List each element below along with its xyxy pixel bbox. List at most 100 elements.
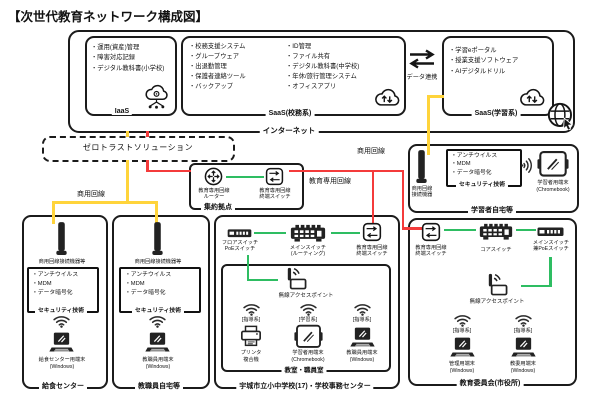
- modem-icon: [150, 221, 165, 257]
- main-poe-switch-label: メインスイッチ 兼PoEスイッチ: [532, 240, 570, 253]
- access-point-label: 無線アクセスポイント: [278, 293, 334, 299]
- wifi-icon: [514, 313, 533, 327]
- saas-komu-item: ・出退勤管理: [189, 63, 227, 71]
- security-items: ・アンチウイルス ・MDM ・データ暗号化: [451, 153, 498, 176]
- boe-label: 教育委員会(市役所): [456, 378, 524, 388]
- main-switch-label: メインスイッチ (ルーティング): [289, 245, 327, 258]
- commercial-line-label: 商用回線: [77, 191, 105, 198]
- staff-home-label: 教職員自宅等: [135, 381, 183, 391]
- chromebook-icon: [294, 324, 323, 349]
- wifi-icon: [299, 302, 318, 316]
- system-tag: [指導系]: [513, 328, 533, 334]
- windows-laptop-icon: [48, 331, 75, 354]
- modem-label: 商用回線 接続機器: [411, 186, 433, 199]
- security-label: セキュリティ技術: [34, 305, 88, 314]
- iaas-box: [85, 36, 177, 116]
- wifi-icon: [148, 314, 167, 328]
- access-point-icon: [282, 266, 308, 290]
- wifi-icon: [353, 302, 372, 316]
- system-tag: [指導系]: [352, 317, 372, 323]
- edu-line-router-icon: [204, 167, 223, 186]
- edu-line-edge-switch-icon: [421, 222, 441, 242]
- learner-device-label: 学習者用端末 (Chromebook): [536, 180, 570, 193]
- saas-komu-item: ・バックアップ: [189, 83, 234, 91]
- commercial-line-segment: [52, 200, 158, 204]
- modem-icon: [54, 221, 69, 257]
- modem-label: 商用回線接続機器等: [38, 259, 86, 265]
- security-label: セキュリティ技術: [131, 305, 185, 314]
- commercial-line-segment: [125, 131, 129, 137]
- saas-gaku-items: ・学習eポータル ・授業支援ソフトウェア ・AIデジタルドリル: [449, 46, 518, 77]
- commercial-line-segment: [52, 202, 55, 224]
- wifi-icon: [52, 314, 71, 328]
- saas-komu-item: ・オフィスアプリ: [286, 83, 337, 91]
- edu-line-edge-switch-icon: [362, 222, 382, 242]
- saas-komu-item: ・ファイル共有: [286, 53, 331, 61]
- security-items: ・アンチウイルス ・MDM ・データ暗号化: [125, 272, 172, 296]
- edge-switch-label: 教育専用回線 終端スイッチ: [415, 245, 447, 258]
- cloud-upload-download-icon: [518, 85, 546, 110]
- iaas-label: IaaS: [111, 108, 133, 115]
- education-line-segment: [146, 160, 149, 172]
- lan-line-segment: [444, 228, 476, 231]
- saas-komu-label: SaaS(校務系): [265, 108, 315, 118]
- chromebook-icon: [537, 150, 569, 178]
- commercial-line-label: 商用回線: [357, 148, 385, 155]
- commercial-line-segment: [155, 202, 158, 224]
- page-title: 【次世代教育ネットワーク構成図】: [8, 10, 209, 24]
- saas-gaku-item: ・AIデジタルドリル: [449, 67, 506, 75]
- core-switch-icon: [478, 223, 514, 240]
- system-tag: [学習系]: [298, 317, 318, 323]
- lunch-device-label: 給食センター用端末 (Windows): [38, 357, 86, 370]
- modem-label: 商用回線接続機器等: [134, 259, 182, 265]
- zero-trust-box: [42, 136, 235, 162]
- floor-switch-label: フロアスイッチ PoEスイッチ: [221, 240, 259, 253]
- admin-device-label: 管理用端末 (Windows): [449, 361, 475, 374]
- access-point-icon: [483, 272, 509, 296]
- edge-switch-label: 教育専用回線 終端スイッチ: [356, 245, 388, 258]
- lan-line-segment: [516, 228, 536, 231]
- lunch-center-label: 給食センター: [39, 381, 87, 391]
- cloud-network-icon: [143, 83, 170, 110]
- boe-box: [408, 218, 577, 386]
- laptop-label: 教職員用端末 (Windows): [346, 350, 378, 363]
- saas-gaku-item: ・授業支援ソフトウェア: [449, 57, 519, 65]
- learner-home-label: 学習者自宅等: [468, 205, 516, 215]
- lan-line-segment: [246, 255, 249, 281]
- core-switch-label: コアスイッチ: [480, 247, 512, 253]
- iaas-item: ・デジタル教科書(小学校): [91, 64, 165, 72]
- aggregation-label: 集約拠点: [201, 202, 235, 212]
- saas-gaku-label: SaaS(学習系): [471, 108, 521, 118]
- wifi-icon: [453, 313, 472, 327]
- lan-line-segment: [246, 278, 278, 281]
- lan-line-segment: [331, 231, 360, 234]
- security-label: セキュリティ技術: [455, 179, 509, 188]
- education-line-segment: [401, 169, 404, 230]
- classroom-label: 教室・職員室: [281, 364, 327, 374]
- chromebook-label: 学習者用端末 (Chromebook): [291, 350, 325, 363]
- edu-line-edge-switch-icon: [265, 167, 284, 186]
- iaas-item: ・障害対応記録: [91, 54, 136, 62]
- saas-komu-col2: ・ID管理 ・ファイル共有 ・デジタル教科書(中学校) ・年休/旅行管理システム…: [286, 42, 359, 92]
- education-line-segment: [289, 169, 404, 172]
- boe-device-label: 教委用端末 (Windows): [510, 361, 536, 374]
- education-line-segment: [146, 169, 191, 172]
- saas-komu-col1: ・校務支援システム ・グループウェア ・出退勤管理 ・保護者連絡ツール ・バック…: [189, 42, 246, 92]
- saas-komu-item: ・年休/旅行管理システム: [286, 73, 357, 81]
- saas-komu-item: ・グループウェア: [189, 53, 239, 61]
- globe-icon: [547, 102, 575, 130]
- education-line-segment: [146, 131, 149, 137]
- wifi-icon: [242, 302, 261, 316]
- lan-line-segment: [254, 231, 286, 234]
- saas-komu-item: ・校務支援システム: [189, 43, 246, 50]
- iaas-item: ・運用(資産)管理: [91, 44, 140, 51]
- wifi-signal-icon: [519, 157, 536, 174]
- printer-icon: [239, 325, 263, 347]
- saas-gaku-item: ・学習eポータル: [449, 47, 497, 54]
- windows-laptop-icon: [349, 326, 376, 349]
- access-point-label: 無線アクセスポイント: [469, 299, 525, 305]
- commercial-line-segment: [427, 94, 430, 155]
- saas-komu-item: ・デジタル教科書(中学校): [286, 63, 360, 71]
- windows-laptop-icon: [144, 331, 171, 354]
